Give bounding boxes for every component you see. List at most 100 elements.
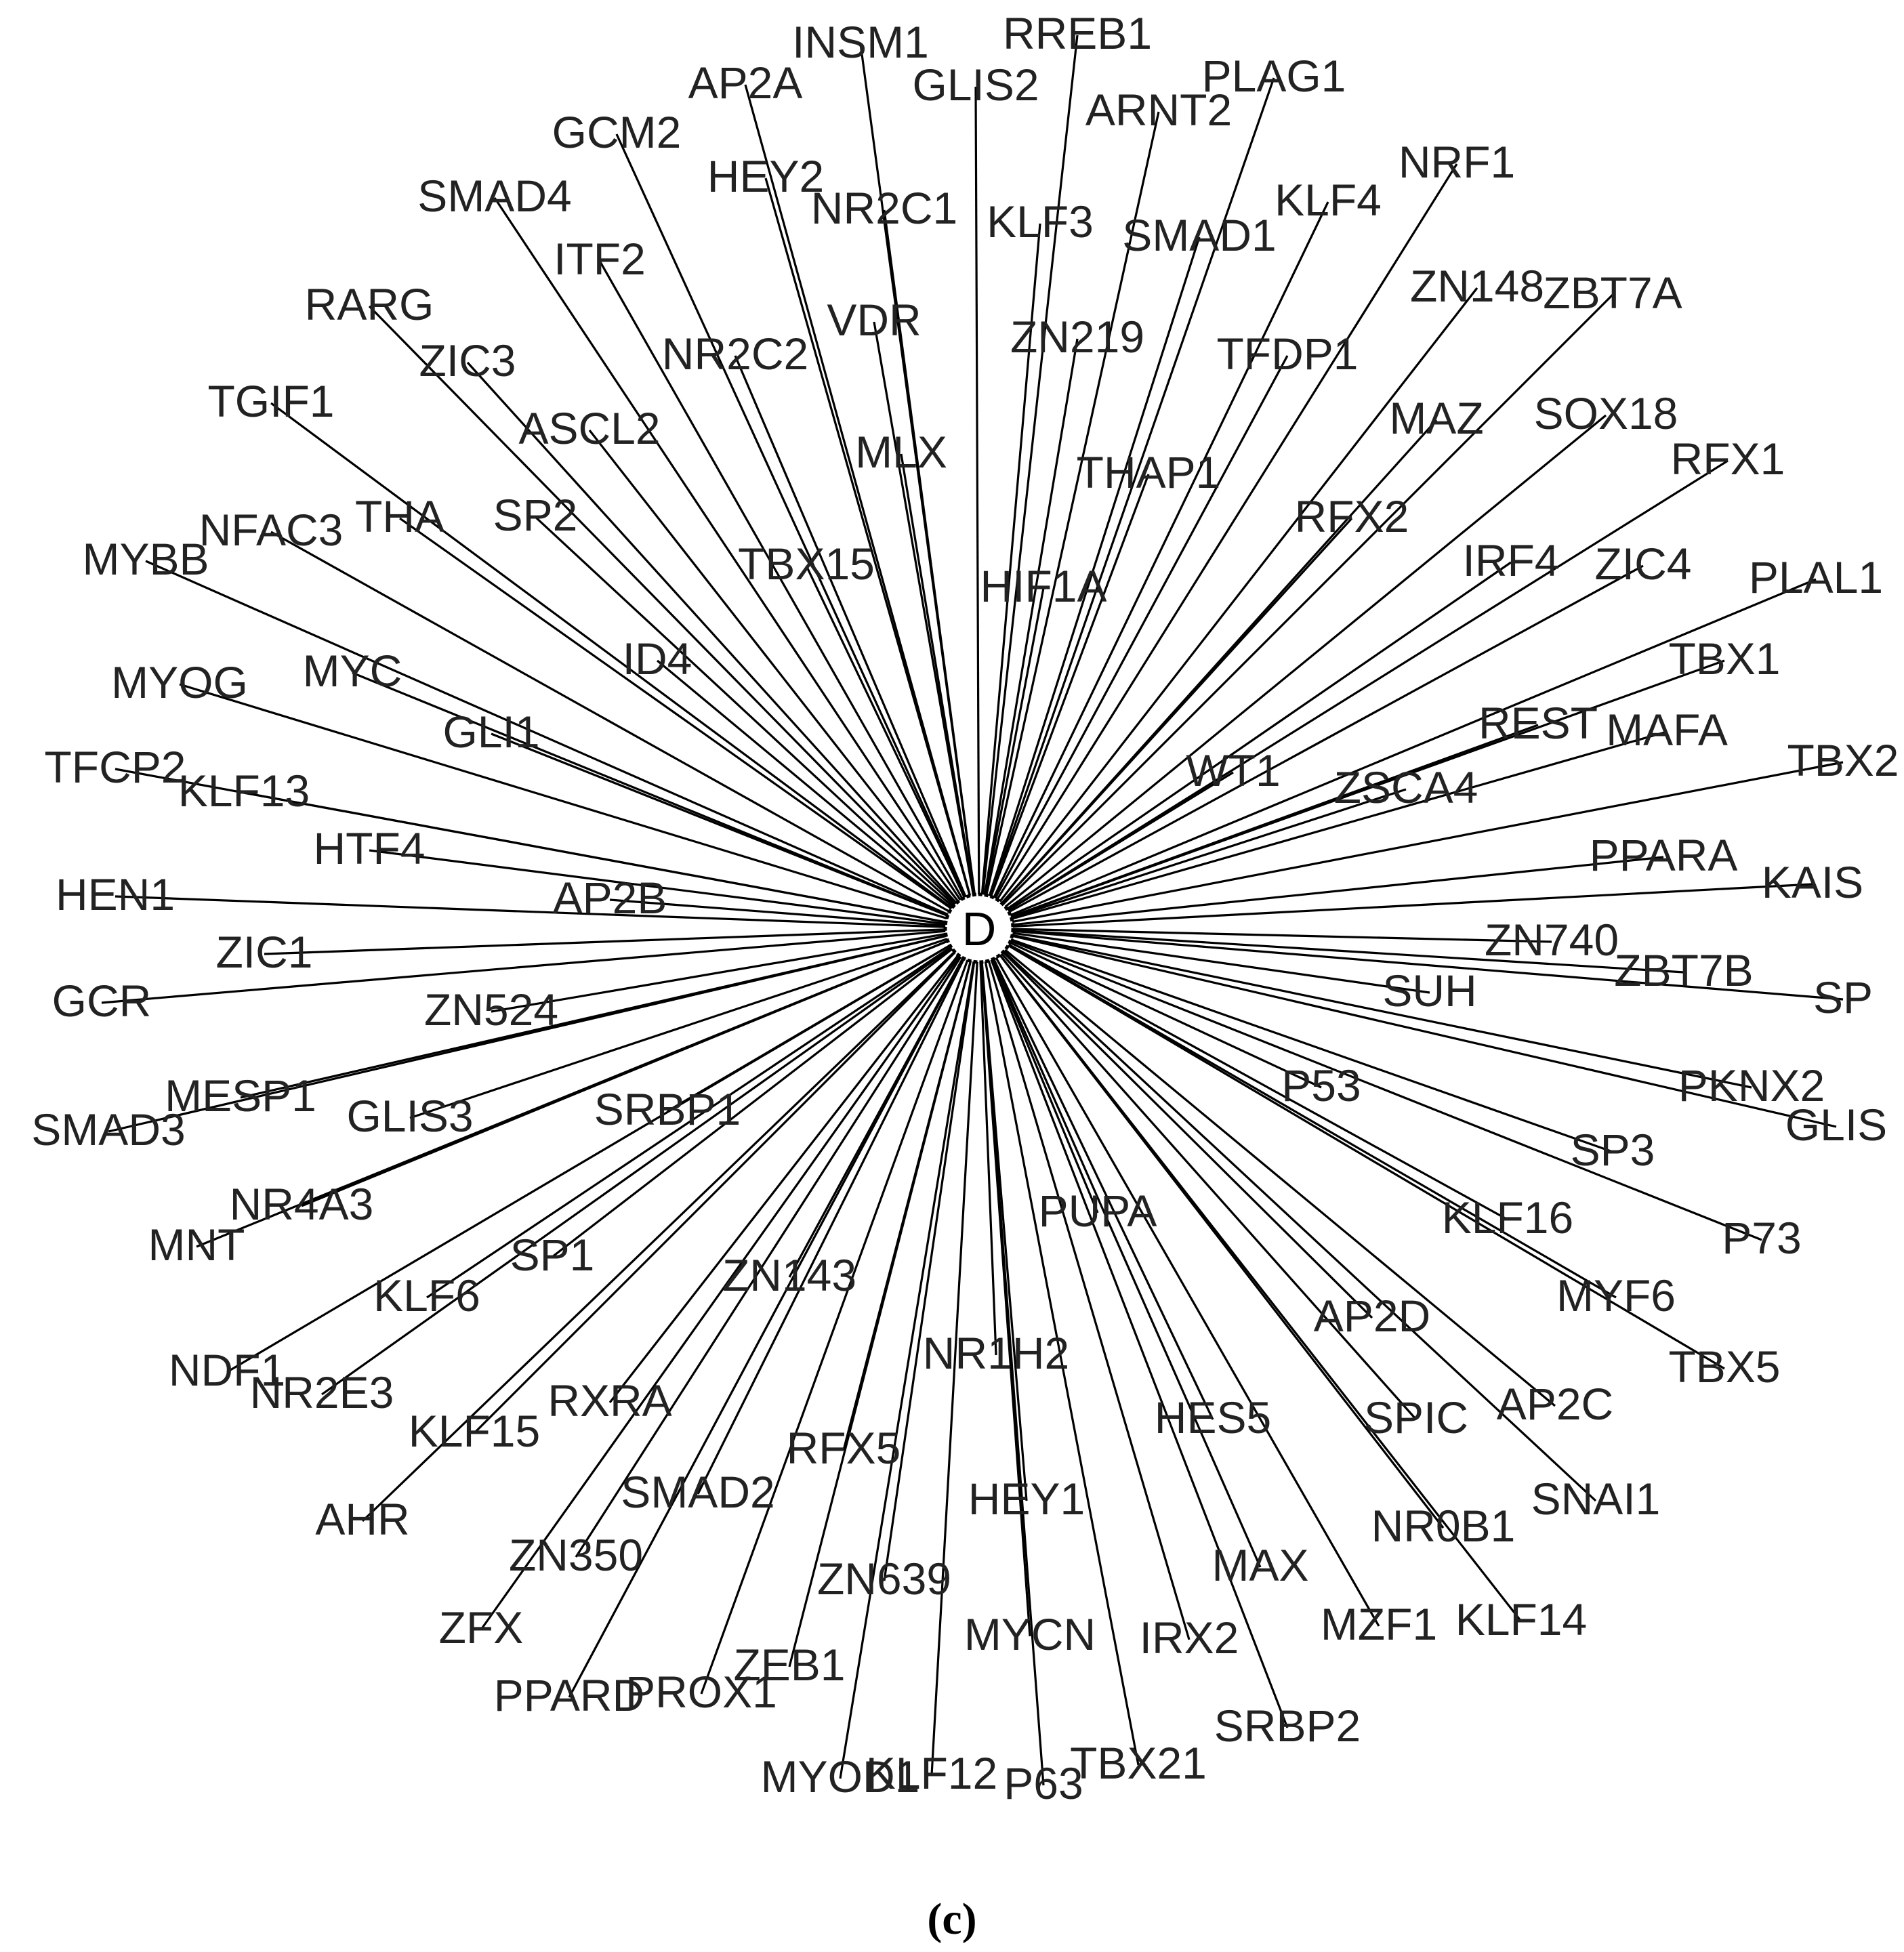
edge-rarg	[368, 305, 980, 930]
node-label-tfcp2: TFCP2	[44, 742, 186, 792]
edge-plal1	[978, 578, 1817, 930]
edge-zsca4	[978, 788, 1407, 930]
node-label-klf6: KLF6	[373, 1270, 480, 1321]
node-label-zn740: ZN740	[1485, 915, 1619, 965]
edge-rfx2	[978, 517, 1353, 930]
node-label-plal1: PLAL1	[1749, 552, 1883, 602]
edge-hen1	[115, 895, 980, 930]
edge-tbx21	[978, 928, 1140, 1766]
edge-klf4	[978, 201, 1329, 929]
edge-zn524	[491, 927, 980, 1013]
node-label-p63: P63	[1003, 1758, 1083, 1808]
node-label-itf2: ITF2	[554, 234, 646, 284]
node-label-nrf1: NRF1	[1399, 137, 1515, 187]
node-label-pknx2: PKNX2	[1678, 1060, 1825, 1110]
node-label-hey1: HEY1	[968, 1474, 1085, 1524]
edge-p73	[978, 927, 1762, 1241]
node-label-ap2c: AP2C	[1497, 1379, 1613, 1429]
edge-ppara	[978, 856, 1664, 930]
node-label-klf14: KLF14	[1455, 1594, 1587, 1644]
edge-smad4	[493, 197, 980, 929]
edge-zbt7b	[978, 927, 1684, 974]
edge-rest	[978, 724, 1539, 930]
edge-klf6	[426, 927, 980, 1299]
edge-nr2c1	[883, 209, 980, 929]
node-label-tbx15: TBX15	[738, 539, 875, 589]
node-label-tha: THA	[355, 491, 444, 541]
node-label-thap1: THAP1	[1077, 447, 1221, 497]
edge-htf4	[369, 849, 980, 930]
edge-irf4	[978, 561, 1512, 930]
node-label-tbx1: TBX1	[1668, 634, 1780, 684]
edge-tfdp1	[978, 355, 1289, 929]
node-label-zn148: ZN148	[1410, 261, 1544, 311]
node-label-ap2a: AP2A	[688, 58, 803, 108]
node-label-myf6: MYF6	[1556, 1270, 1676, 1321]
edge-nr1h2	[978, 928, 997, 1356]
node-label-gcr: GCR	[52, 976, 152, 1026]
node-label-irx2: IRX2	[1140, 1613, 1239, 1663]
node-label-rfx1: RFX1	[1671, 434, 1785, 484]
edge-klf15	[473, 927, 980, 1434]
node-label-insm1: INSM1	[792, 17, 929, 67]
node-label-nr4a3: NR4A3	[230, 1179, 374, 1229]
node-label-zbt7b: ZBT7B	[1614, 945, 1753, 995]
node-label-wt1: WT1	[1186, 745, 1280, 795]
edge-zn219	[978, 338, 1079, 929]
edge-tbx5	[978, 927, 1725, 1370]
node-label-klf15: KLF15	[409, 1406, 540, 1456]
edge-prox1	[700, 928, 980, 1695]
node-label-p53: P53	[1281, 1060, 1361, 1110]
node-label-prox1: PROX1	[625, 1667, 777, 1717]
node-label-sp1: SP1	[510, 1230, 595, 1280]
edge-nr2e3	[321, 927, 980, 1396]
edge-smad1	[978, 236, 1201, 929]
edge-klf13	[243, 791, 980, 930]
edge-snai1	[978, 927, 1597, 1502]
node-label-zeb1: ZEB1	[733, 1640, 845, 1690]
edge-srbp2	[978, 928, 1289, 1728]
edge-nr2c2	[734, 355, 980, 929]
node-label-klf3: KLF3	[987, 196, 1094, 247]
node-label-hen1: HEN1	[56, 869, 175, 919]
node-label-p73: P73	[1722, 1213, 1801, 1263]
edge-irx2	[978, 928, 1191, 1640]
node-label-irf4: IRF4	[1462, 535, 1559, 585]
node-label-smad4: SMAD4	[417, 171, 571, 221]
edge-zic3	[466, 361, 980, 930]
node-label-mycn: MYCN	[964, 1609, 1096, 1659]
node-label-ahr: AHR	[315, 1494, 409, 1544]
edge-zeb1	[788, 928, 980, 1667]
center-node-label: D	[962, 902, 997, 955]
node-label-rarg: RARG	[305, 279, 434, 329]
edge-ppard	[568, 928, 980, 1698]
edge-sox18	[978, 414, 1607, 930]
node-label-htf4: HTF4	[314, 823, 426, 873]
edge-zfx	[480, 928, 980, 1630]
node-label-mlx: MLX	[855, 427, 947, 477]
node-label-zic4: ZIC4	[1594, 539, 1691, 589]
node-label-tgif1: TGIF1	[207, 376, 334, 426]
node-label-mybb: MYBB	[82, 534, 209, 584]
node-label-suh: SUH	[1382, 965, 1476, 1016]
node-label-pupa: PUPA	[1039, 1186, 1157, 1236]
node-label-zbt7a: ZBT7A	[1543, 268, 1682, 318]
node-label-ap2b: AP2B	[553, 873, 667, 923]
node-label-rfx2: RFX2	[1295, 491, 1409, 541]
node-label-hey2: HEY2	[707, 151, 824, 201]
edge-tbx15	[805, 565, 980, 929]
edge-klf12	[930, 928, 980, 1776]
edges-group	[101, 35, 1844, 1786]
edge-sp	[978, 927, 1844, 1001]
node-label-mnt: MNT	[148, 1220, 245, 1270]
node-label-mesp1: MESP1	[165, 1071, 316, 1121]
node-label-gli1: GLI1	[442, 707, 539, 757]
node-label-maz: MAZ	[1389, 393, 1483, 443]
node-label-mafa: MAFA	[1606, 705, 1728, 755]
node-label-sp3: SP3	[1571, 1125, 1655, 1175]
edge-hey2	[764, 178, 980, 929]
edge-plag1	[978, 77, 1275, 929]
node-label-sp2: SP2	[493, 490, 578, 540]
node-label-glis: GLIS	[1785, 1100, 1887, 1150]
